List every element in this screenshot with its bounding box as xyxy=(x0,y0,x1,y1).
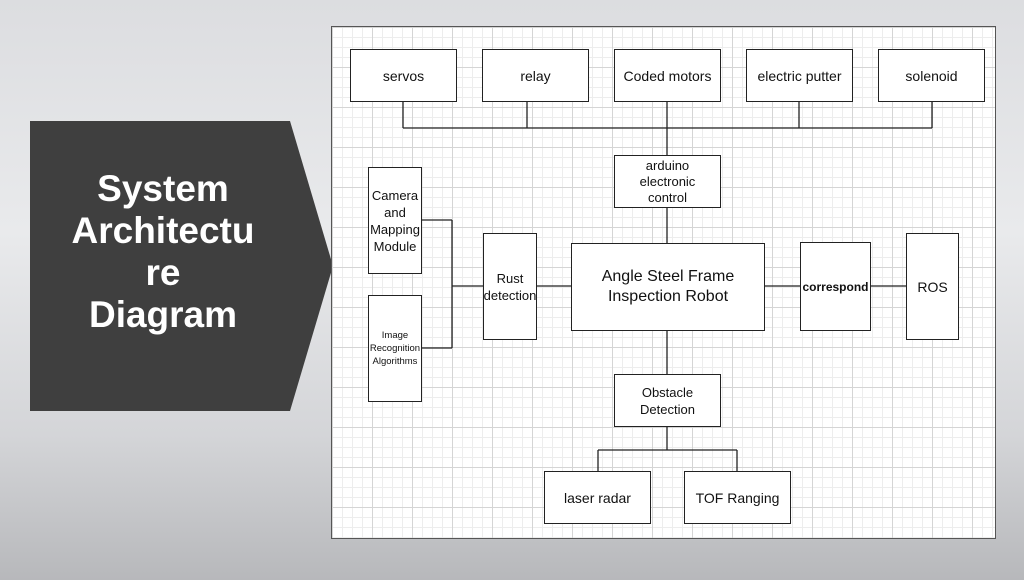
title-banner xyxy=(30,121,333,411)
obstacle-detection-label: Obstacle Detection xyxy=(640,384,695,417)
relay-box: relay xyxy=(482,49,589,102)
image-recognition-box: Image Recognition Algorithms xyxy=(368,295,422,402)
coded-motors-box: Coded motors xyxy=(614,49,721,102)
electric-putter-label: electric putter xyxy=(757,67,842,84)
servos-box: servos xyxy=(350,49,457,102)
correspond-label: correspond xyxy=(802,279,869,294)
image-recognition-label: Image Recognition Algorithms xyxy=(369,330,421,367)
ros-label: ROS xyxy=(917,278,948,295)
arduino-control-label: arduino electronic control xyxy=(639,157,696,205)
camera-mapping-box: Camera and Mapping Module xyxy=(368,167,422,274)
correspond-box: correspond xyxy=(800,242,871,331)
ros-box: ROS xyxy=(906,233,959,340)
laser-radar-box: laser radar xyxy=(544,471,651,524)
robot-box: Angle Steel Frame Inspection Robot xyxy=(571,243,765,331)
electric-putter-box: electric putter xyxy=(746,49,853,102)
laser-radar-label: laser radar xyxy=(564,489,631,506)
title-line-1: System xyxy=(97,168,229,209)
solenoid-label: solenoid xyxy=(905,67,958,84)
obstacle-detection-box: Obstacle Detection xyxy=(614,374,721,427)
title-line-4: Diagram xyxy=(88,294,238,335)
title-line-2: Architectu xyxy=(71,210,255,251)
arduino-control-box: arduino electronic control xyxy=(614,155,721,208)
rust-detection-box: Rust detection xyxy=(483,233,537,340)
coded-motors-label: Coded motors xyxy=(623,67,712,84)
diagram-title: System Architectu re Diagram xyxy=(40,168,286,336)
title-line-3: re xyxy=(145,252,181,293)
tof-ranging-label: TOF Ranging xyxy=(695,489,780,506)
solenoid-box: solenoid xyxy=(878,49,985,102)
camera-mapping-label: Camera and Mapping Module xyxy=(370,187,420,254)
rust-detection-label: Rust detection xyxy=(483,270,537,303)
servos-label: servos xyxy=(382,67,425,84)
robot-label: Angle Steel Frame Inspection Robot xyxy=(601,268,735,305)
tof-ranging-box: TOF Ranging xyxy=(684,471,791,524)
relay-label: relay xyxy=(520,67,551,84)
